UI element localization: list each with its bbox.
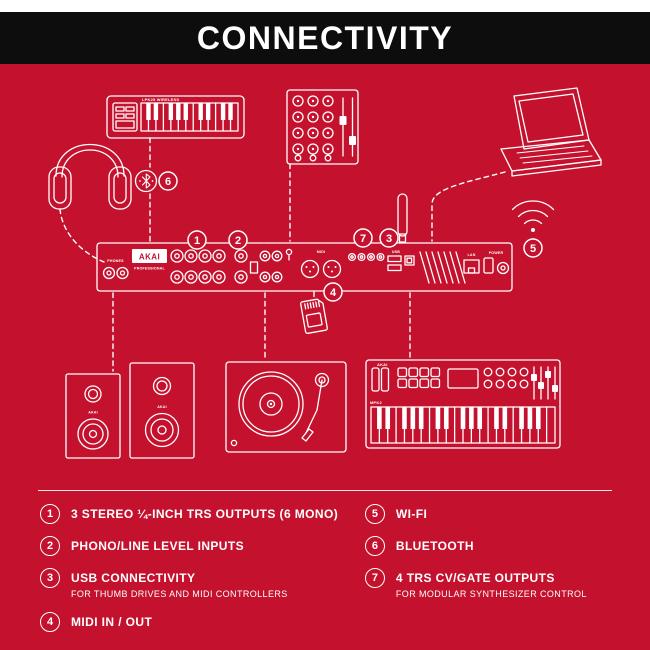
speaker-brand: AKAI (88, 411, 98, 415)
legend-title: WI-FI (395, 507, 428, 521)
speaker-brand: AKAI (157, 405, 167, 409)
legend-item: 1 3 STEREO ¼-INCH TRS OUTPUTS (6 MONO) (40, 504, 365, 524)
usb-ports: USB (387, 250, 415, 272)
legend-text: 3 STEREO ¼-INCH TRS OUTPUTS (6 MONO) (71, 504, 338, 524)
callout-7: 7 (353, 228, 373, 248)
ethernet-port: LAN (463, 253, 480, 274)
svg-text:7: 7 (360, 233, 366, 245)
legend-text: USB CONNECTIVITY FOR THUMB DRIVES AND MI… (71, 568, 288, 600)
akai-brand-sub: PROFESSIONAL (134, 267, 165, 271)
legend-subtitle: FOR MODULAR SYNTHESIZER CONTROL (395, 589, 587, 599)
laptop (500, 87, 602, 177)
legend-column-left: 1 3 STEREO ¼-INCH TRS OUTPUTS (6 MONO) 2… (40, 504, 365, 644)
cv-gate-jacks (347, 252, 385, 262)
legend-title: MIDI IN / OUT (71, 615, 153, 629)
headphones (48, 144, 132, 210)
legend-divider (38, 490, 612, 491)
legend-number-badge: 4 (40, 612, 60, 632)
usb-label: USB (392, 250, 400, 254)
mpk-screen (447, 368, 479, 389)
power-section: POWER (483, 251, 510, 275)
legend-item: 4 MIDI IN / OUT (40, 612, 365, 632)
wifi-icon (511, 200, 555, 232)
headphone-output-jacks: PHONES (102, 259, 129, 280)
red-background (0, 64, 650, 650)
vent-grille (419, 251, 466, 284)
connection-line (59, 208, 105, 263)
power-label: POWER (489, 251, 504, 255)
legend-item: 7 4 TRS CV/GATE OUTPUTS FOR MODULAR SYNT… (364, 568, 610, 600)
bluetooth-icon (134, 169, 158, 193)
page-title: CONNECTIVITY (196, 19, 454, 56)
mpk-knobs (483, 367, 529, 389)
callout-2: 2 (228, 230, 248, 250)
mixer-knobs (292, 95, 334, 162)
legend-text: BLUETOOTH (396, 536, 474, 556)
line-input-jacks (234, 248, 293, 284)
sd-card (300, 298, 328, 334)
svg-text:4: 4 (330, 287, 337, 299)
callout-3: 3 (379, 228, 399, 248)
studio-monitor-left: AKAI (65, 373, 121, 459)
lan-label: LAN (468, 253, 476, 257)
svg-text:5: 5 (530, 243, 536, 255)
legend-item: 2 PHONO/LINE LEVEL INPUTS (40, 536, 365, 556)
mpk-label: MPK2 (370, 400, 382, 405)
mpk-faders (531, 366, 558, 400)
midi-din-ports: MIDI (300, 250, 342, 279)
legend-column-right: 5 WI-FI 6 BLUETOOTH 7 4 TRS CV/GATE OUTP… (364, 504, 610, 644)
studio-monitor-right: AKAI (129, 362, 195, 459)
midi-label: MIDI (317, 250, 325, 254)
legend-number-badge: 5 (364, 504, 385, 524)
lpk-keybed (140, 102, 239, 132)
lpk-label: LPK25 WIRELESS (142, 97, 179, 102)
callout-6: 6 (158, 171, 178, 191)
callout-5: 5 (523, 238, 543, 258)
legend-subtitle: FOR THUMB DRIVES AND MIDI CONTROLLERS (71, 589, 288, 599)
callout-1: 1 (187, 230, 207, 250)
turntable (225, 361, 347, 453)
phono-rca-inputs (259, 250, 283, 283)
legend-title: 3 STEREO ¼-INCH TRS OUTPUTS (6 MONO) (71, 507, 339, 521)
svg-text:3: 3 (386, 233, 392, 245)
svg-text:1: 1 (194, 235, 200, 247)
legend-text: 4 TRS CV/GATE OUTPUTS FOR MODULAR SYNTHE… (396, 568, 587, 600)
akai-brand: AKAI (139, 253, 160, 262)
svg-text:6: 6 (165, 176, 171, 188)
legend-title: PHONO/LINE LEVEL INPUTS (71, 539, 244, 553)
connection-line (431, 171, 506, 242)
compact-midi-keyboard: LPK25 WIRELESS (106, 95, 245, 139)
akai-logo: AKAI PROFESSIONAL (132, 249, 167, 271)
synth-mixer-module (286, 89, 359, 165)
mpk-keybed (370, 406, 556, 444)
legend-text: MIDI IN / OUT (71, 612, 152, 632)
legend-title: USB CONNECTIVITY (71, 571, 196, 585)
trs-output-jacks (170, 249, 226, 284)
legend-text: PHONO/LINE LEVEL INPUTS (71, 536, 244, 556)
wifi-antenna (397, 193, 408, 243)
legend-number-badge: 7 (364, 568, 385, 588)
connection-lines (59, 137, 506, 372)
svg-text:2: 2 (235, 235, 241, 247)
sd-card-pins (304, 300, 321, 310)
legend-number-badge: 6 (364, 536, 385, 556)
legend-number-badge: 1 (40, 504, 60, 524)
mpk-controller: AKAI MPK2 (365, 359, 561, 449)
legend-number-badge: 2 (40, 536, 60, 556)
legend-item: 5 WI-FI (364, 504, 610, 524)
legend-item: 3 USB CONNECTIVITY FOR THUMB DRIVES AND … (40, 568, 365, 600)
main-unit-rear-panel: PHONES AKAI PROFESSIONAL MIDI (96, 193, 513, 292)
callout-4: 4 (323, 282, 343, 302)
legend-number-badge: 3 (40, 568, 60, 588)
legend: 1 3 STEREO ¼-INCH TRS OUTPUTS (6 MONO) 2… (40, 504, 610, 644)
phones-label: PHONES (107, 259, 124, 263)
legend-title: BLUETOOTH (395, 539, 474, 553)
legend-text: WI-FI (396, 504, 427, 524)
legend-item: 6 BLUETOOTH (364, 536, 610, 556)
header: CONNECTIVITY (0, 12, 650, 64)
legend-title: 4 TRS CV/GATE OUTPUTS (395, 571, 555, 585)
mpk-brand: AKAI (377, 362, 388, 367)
mpk-pads (397, 367, 441, 389)
